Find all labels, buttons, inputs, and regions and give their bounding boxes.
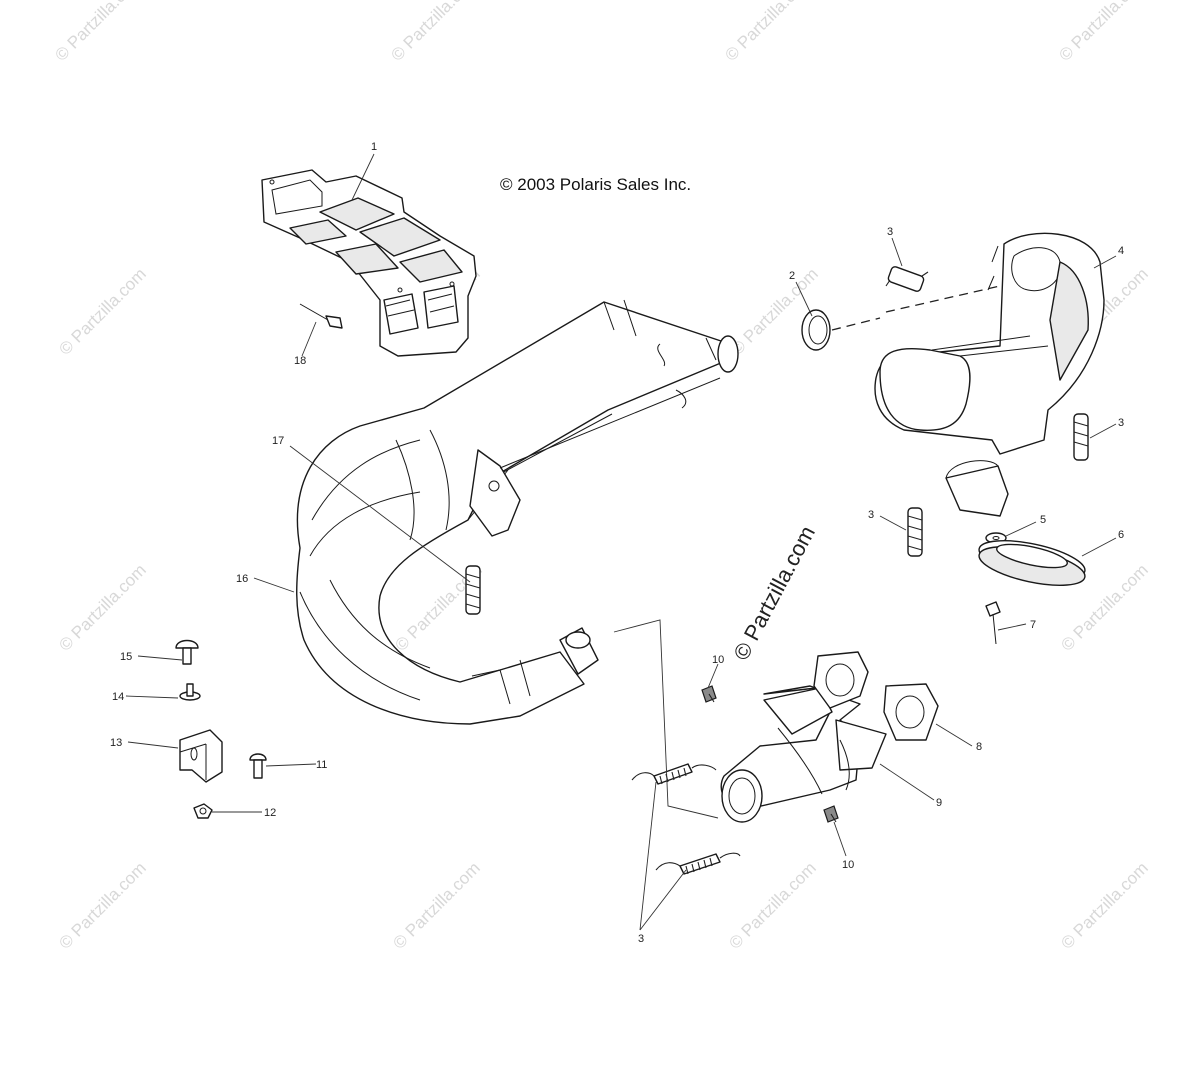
callout-6: 6 bbox=[1118, 529, 1124, 541]
callout-5: 5 bbox=[1040, 514, 1046, 526]
watermark: © Partzilla.com bbox=[725, 858, 819, 952]
spring-part bbox=[1073, 413, 1089, 461]
watermark: © Partzilla.com bbox=[55, 560, 149, 654]
callout-1: 1 bbox=[371, 141, 377, 153]
callout-12: 12 bbox=[264, 807, 276, 819]
callout-8: 8 bbox=[976, 741, 982, 753]
callout-10: 10 bbox=[712, 654, 724, 666]
watermark: © Partzilla.com bbox=[1057, 858, 1151, 952]
seal-ring-part bbox=[801, 309, 831, 351]
rivet-part bbox=[299, 303, 343, 329]
callout-3: 3 bbox=[1118, 417, 1124, 429]
watermark: © Partzilla.com bbox=[55, 264, 149, 358]
gasket-part bbox=[883, 683, 939, 741]
leader-lines bbox=[125, 153, 1117, 931]
callout-3: 3 bbox=[638, 933, 644, 945]
assembly-bracket-line bbox=[613, 619, 719, 819]
clamp-part bbox=[179, 729, 223, 783]
copyright-notice: © 2003 Polaris Sales Inc. bbox=[500, 175, 691, 194]
spring-part bbox=[631, 763, 717, 785]
bolt-part bbox=[249, 753, 267, 779]
bolt-part bbox=[823, 805, 839, 823]
callout-14: 14 bbox=[112, 691, 124, 703]
grommet-part bbox=[978, 540, 1086, 586]
screw-part bbox=[985, 601, 1001, 645]
callout-17: 17 bbox=[272, 435, 284, 447]
nut-part bbox=[193, 803, 213, 819]
callout-13: 13 bbox=[110, 737, 122, 749]
callout-10: 10 bbox=[842, 859, 854, 871]
watermark: © Partzilla.com bbox=[55, 858, 149, 952]
pipe-spring-part bbox=[465, 565, 481, 615]
mounting-bracket-part bbox=[261, 169, 477, 357]
callout-3: 3 bbox=[887, 226, 893, 238]
watermark: © Partzilla.com bbox=[51, 0, 145, 65]
gasket-part bbox=[813, 651, 869, 709]
callout-4: 4 bbox=[1118, 245, 1124, 257]
watermark: © Partzilla.com bbox=[721, 0, 815, 65]
callout-9: 9 bbox=[936, 797, 942, 809]
bolt-part bbox=[701, 685, 717, 703]
washer-part bbox=[179, 683, 201, 701]
spring-part bbox=[655, 852, 741, 875]
exhaust-manifold-part bbox=[720, 685, 887, 823]
expansion-chamber-part bbox=[296, 299, 739, 725]
callout-labels: 1 2 3 4 3 18 17 16 3 5 6 7 15 14 10 8 13… bbox=[110, 141, 1124, 945]
callout-15: 15 bbox=[120, 651, 132, 663]
watermark: © Partzilla.com bbox=[387, 0, 481, 65]
assembly-dashed-line bbox=[831, 285, 1001, 331]
spring-part bbox=[907, 507, 923, 557]
watermark: © Partzilla.com bbox=[389, 858, 483, 952]
callout-16: 16 bbox=[236, 573, 248, 585]
watermark: © Partzilla.com bbox=[1055, 0, 1149, 65]
callout-18: 18 bbox=[294, 355, 306, 367]
watermark-center: © Partzilla.com bbox=[728, 522, 820, 665]
spring-part bbox=[885, 266, 929, 292]
callout-11: 11 bbox=[316, 759, 327, 771]
callout-7: 7 bbox=[1030, 619, 1036, 631]
silencer-part bbox=[874, 232, 1105, 517]
bolt-part bbox=[175, 639, 199, 665]
callout-2: 2 bbox=[789, 270, 795, 282]
callout-3: 3 bbox=[868, 509, 874, 521]
